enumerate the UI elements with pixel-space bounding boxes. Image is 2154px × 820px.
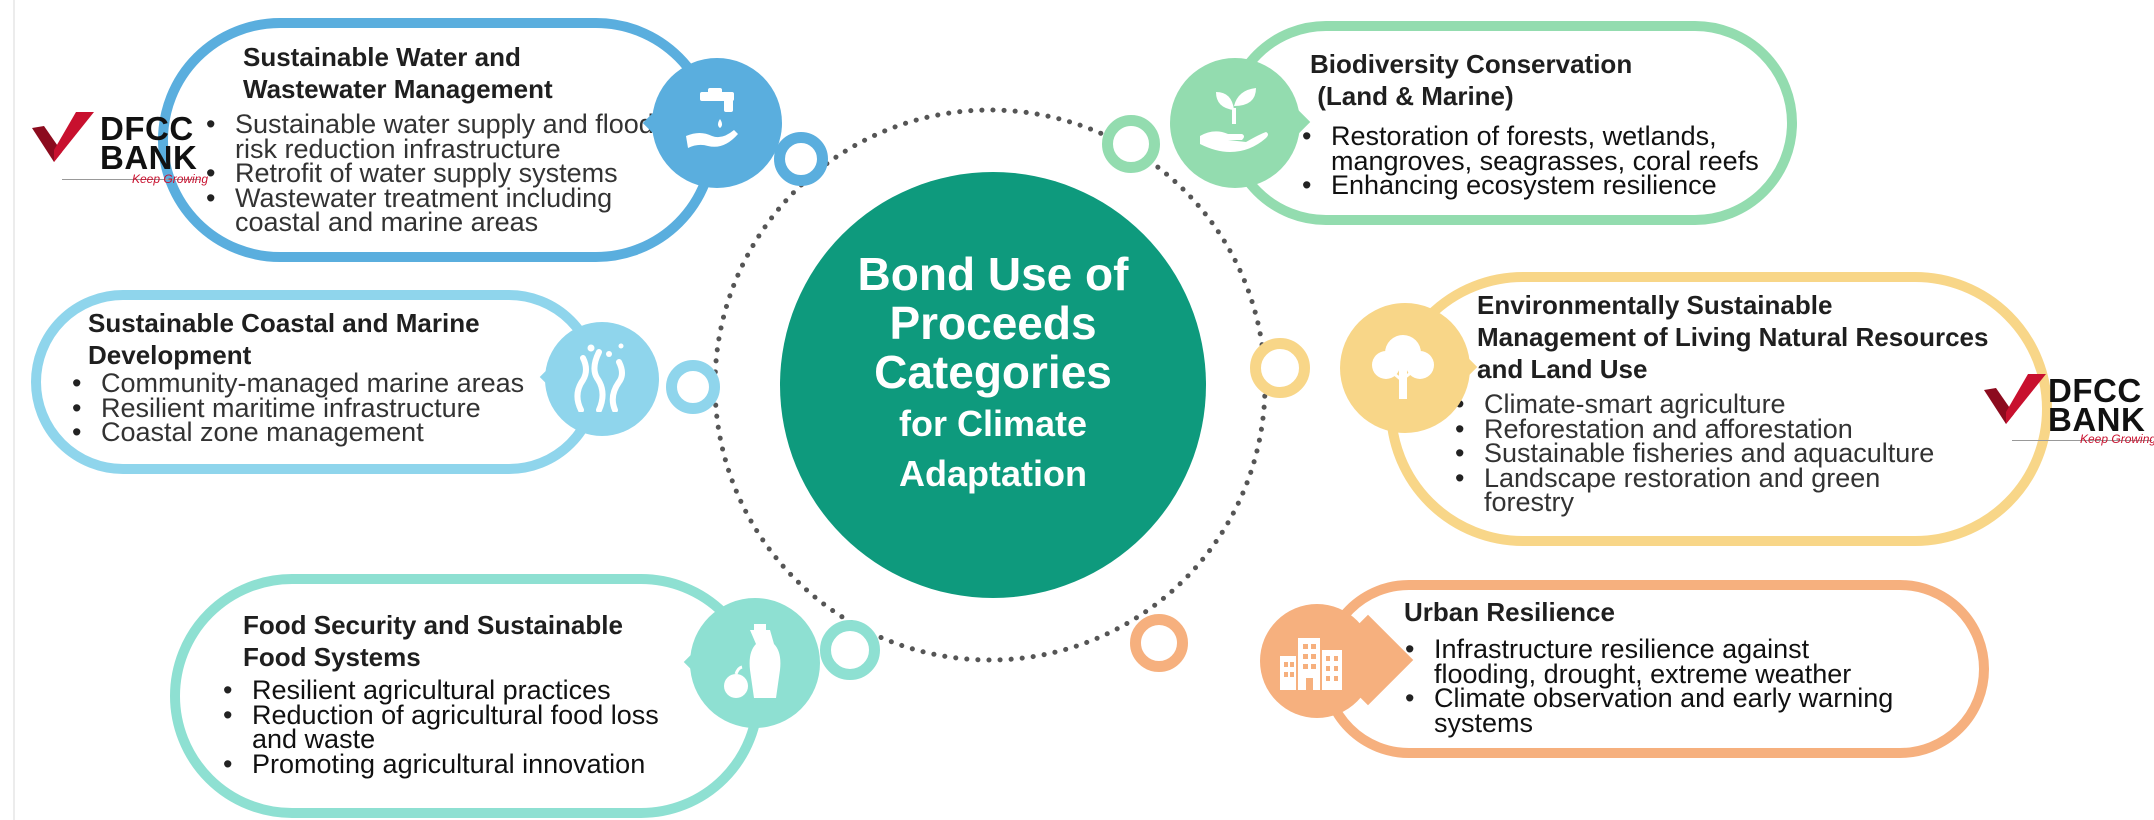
title-line: Food Systems — [243, 642, 421, 672]
category-bullets-biodiversity: Restoration of forests, wetlands,mangrov… — [1297, 123, 1759, 198]
title-line: Biodiversity Conservation — [1310, 49, 1633, 79]
title-line: Sustainable Coastal and Marine — [88, 308, 480, 338]
bullet-item: Sustainable fisheries and aquaculture — [1450, 440, 1934, 466]
title-line: Wastewater Management — [243, 74, 553, 104]
center-title-line-1: Bond Use of — [857, 248, 1129, 300]
badge-water — [652, 58, 782, 188]
dfcc-logo-mark-icon — [1984, 374, 2046, 424]
title-line: Environmentally Sustainable — [1477, 290, 1833, 320]
connector-ring-water — [774, 132, 828, 186]
seaweed-icon — [574, 343, 625, 412]
bullet-item: Resilient maritime infrastructure — [67, 394, 524, 420]
bullet-item: Climate-smart agriculture — [1450, 391, 1934, 417]
badge-natural-resources — [1340, 303, 1470, 433]
badge-biodiversity — [1170, 58, 1300, 188]
dfcc-bank-logo: DFCC BANK Keep Growing — [30, 110, 208, 190]
title-line: Sustainable Water and — [243, 42, 521, 72]
food-bag-apple-icon — [724, 624, 781, 698]
water-tap-hand-icon — [686, 88, 738, 148]
bullet-item: Enhancing ecosystem resilience — [1297, 172, 1759, 198]
category-title-water: Sustainable Water and Wastewater Managem… — [243, 41, 553, 105]
badge-food — [690, 598, 820, 728]
connector-ring-biodiversity — [1102, 115, 1160, 173]
bullet-item: Reforestation and afforestation — [1450, 415, 1934, 441]
bullet-item: Promoting agricultural innovation — [218, 750, 659, 776]
bullet-item: Retrofit of water supply systems — [201, 160, 654, 186]
center-title-line-3: Categories — [874, 346, 1112, 398]
bullet-item: Restoration of forests, wetlands,mangrov… — [1297, 123, 1759, 174]
center-subtitle-line-1: for Climate — [898, 403, 1088, 444]
dfcc-logo-mark-icon — [32, 112, 94, 162]
title-line: Development — [88, 340, 252, 370]
category-bullets-food: Resilient agricultural practices Reducti… — [218, 677, 659, 777]
center-title-circle: Bond Use of Proceeds Categories for Clim… — [780, 172, 1206, 598]
dfcc-bank-logo: DFCC BANK Keep Growing — [1982, 372, 2154, 452]
category-title-natural-resources: Environmentally Sustainable Management o… — [1477, 289, 1988, 385]
category-bullets-coastal: Community-managed marine areas Resilient… — [67, 370, 524, 445]
badge-urban — [1260, 604, 1374, 718]
title-line: Management of Living Natural Resources — [1477, 322, 1989, 352]
connector-ring-food — [820, 620, 880, 680]
title-line: (Land & Marine) — [1310, 81, 1514, 111]
title-line: Food Security and Sustainable — [243, 610, 623, 640]
bullet-item: Coastal zone management — [67, 419, 524, 445]
tree-icon — [1372, 335, 1434, 399]
category-title-biodiversity: Biodiversity Conservation (Land & Marine… — [1310, 48, 1632, 112]
title-line: and Land Use — [1477, 354, 1648, 384]
bullet-item: Infrastructure resilience againstfloodin… — [1400, 636, 1893, 687]
category-title-urban: Urban Resilience — [1404, 596, 1615, 628]
bullet-item: Community-managed marine areas — [67, 370, 524, 396]
logo-tagline: Keep Growing — [132, 172, 209, 186]
city-buildings-icon — [1280, 638, 1342, 690]
connector-ring-natural-resources — [1250, 338, 1310, 398]
connector-ring-urban — [1130, 614, 1188, 672]
badge-coastal — [545, 322, 659, 436]
logo-wordmark: DFCC BANK — [2048, 372, 2146, 438]
center-subtitle-line-2: Adaptation — [899, 453, 1087, 494]
category-title-coastal: Sustainable Coastal and Marine Developme… — [88, 307, 480, 371]
title-line: Urban Resilience — [1404, 597, 1615, 627]
category-bullets-natural-resources: Climate-smart agriculture Reforestation … — [1450, 391, 1934, 515]
category-bullets-urban: Infrastructure resilience againstfloodin… — [1400, 636, 1893, 736]
left-border-line — [13, 0, 15, 820]
bullet-item: Resilient agricultural practices — [218, 677, 659, 703]
logo-wordmark: DFCC BANK — [100, 110, 198, 176]
logo-tagline: Keep Growing — [2080, 432, 2154, 446]
logo-rule — [2012, 440, 2152, 441]
bullet-item: Climate observation and early warningsys… — [1400, 685, 1893, 736]
category-title-food: Food Security and Sustainable Food Syste… — [243, 609, 623, 673]
plant-in-hand-icon — [1200, 88, 1268, 152]
center-title-line-2: Proceeds — [889, 297, 1097, 349]
logo-rule — [62, 179, 200, 180]
connector-ring-coastal — [666, 360, 720, 414]
